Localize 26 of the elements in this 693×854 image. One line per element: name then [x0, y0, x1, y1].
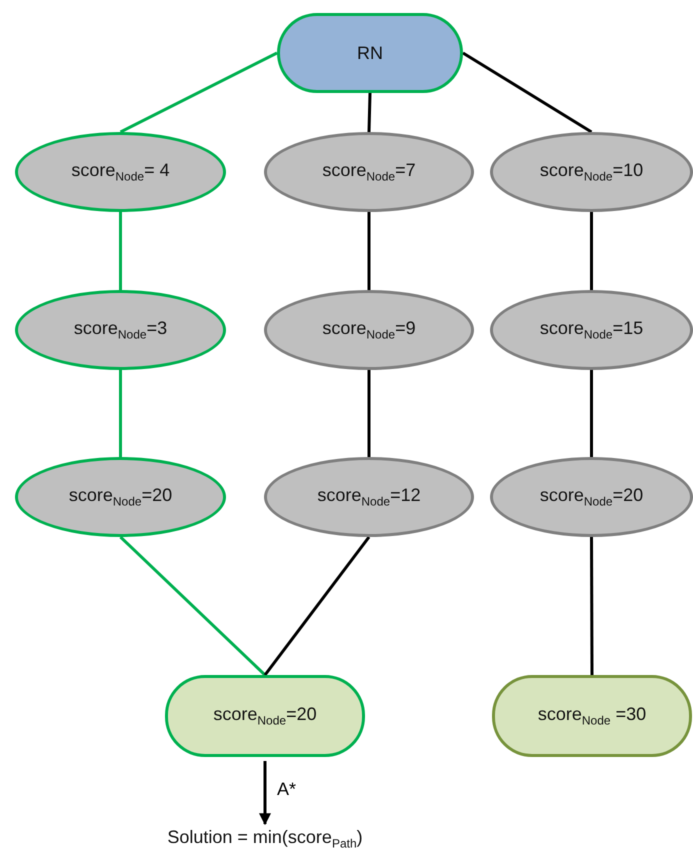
score-label: score$_{Node}$=20: [540, 485, 644, 509]
connector-line: [368, 92, 372, 132]
connector-line: [590, 212, 593, 290]
arrow: [259, 761, 271, 826]
score-label: score$_{Node}$=3: [74, 318, 168, 342]
score-label: score$_{Node}$=10: [540, 160, 644, 184]
connector-line: [590, 537, 594, 675]
connector-line: [264, 536, 370, 676]
score-label: score$_{Node}$=15: [540, 318, 644, 342]
connector-line: [119, 536, 266, 676]
score-label: score$_{Node}$=7: [322, 160, 416, 184]
connector-line: [368, 212, 370, 290]
connector-line: [368, 370, 370, 457]
connector-line: [462, 52, 592, 134]
connector-line: [119, 370, 122, 457]
result-formula: Solution = min(score$_{Path}$): [167, 827, 363, 851]
connector-line: [119, 212, 122, 290]
score-label: score$_{Node}$=12: [317, 485, 421, 509]
score-label: RN: [357, 42, 383, 64]
connector-line: [120, 52, 278, 134]
score-label: score$_{Node}$ =30: [538, 704, 646, 728]
score-label: score$_{Node}$=20: [68, 485, 172, 509]
connector-line: [590, 370, 593, 457]
score-label: score$_{Node}$= 4: [71, 160, 170, 184]
score-label: score$_{Node}$=20: [213, 704, 317, 728]
score-label: score$_{Node}$=9: [322, 318, 416, 342]
